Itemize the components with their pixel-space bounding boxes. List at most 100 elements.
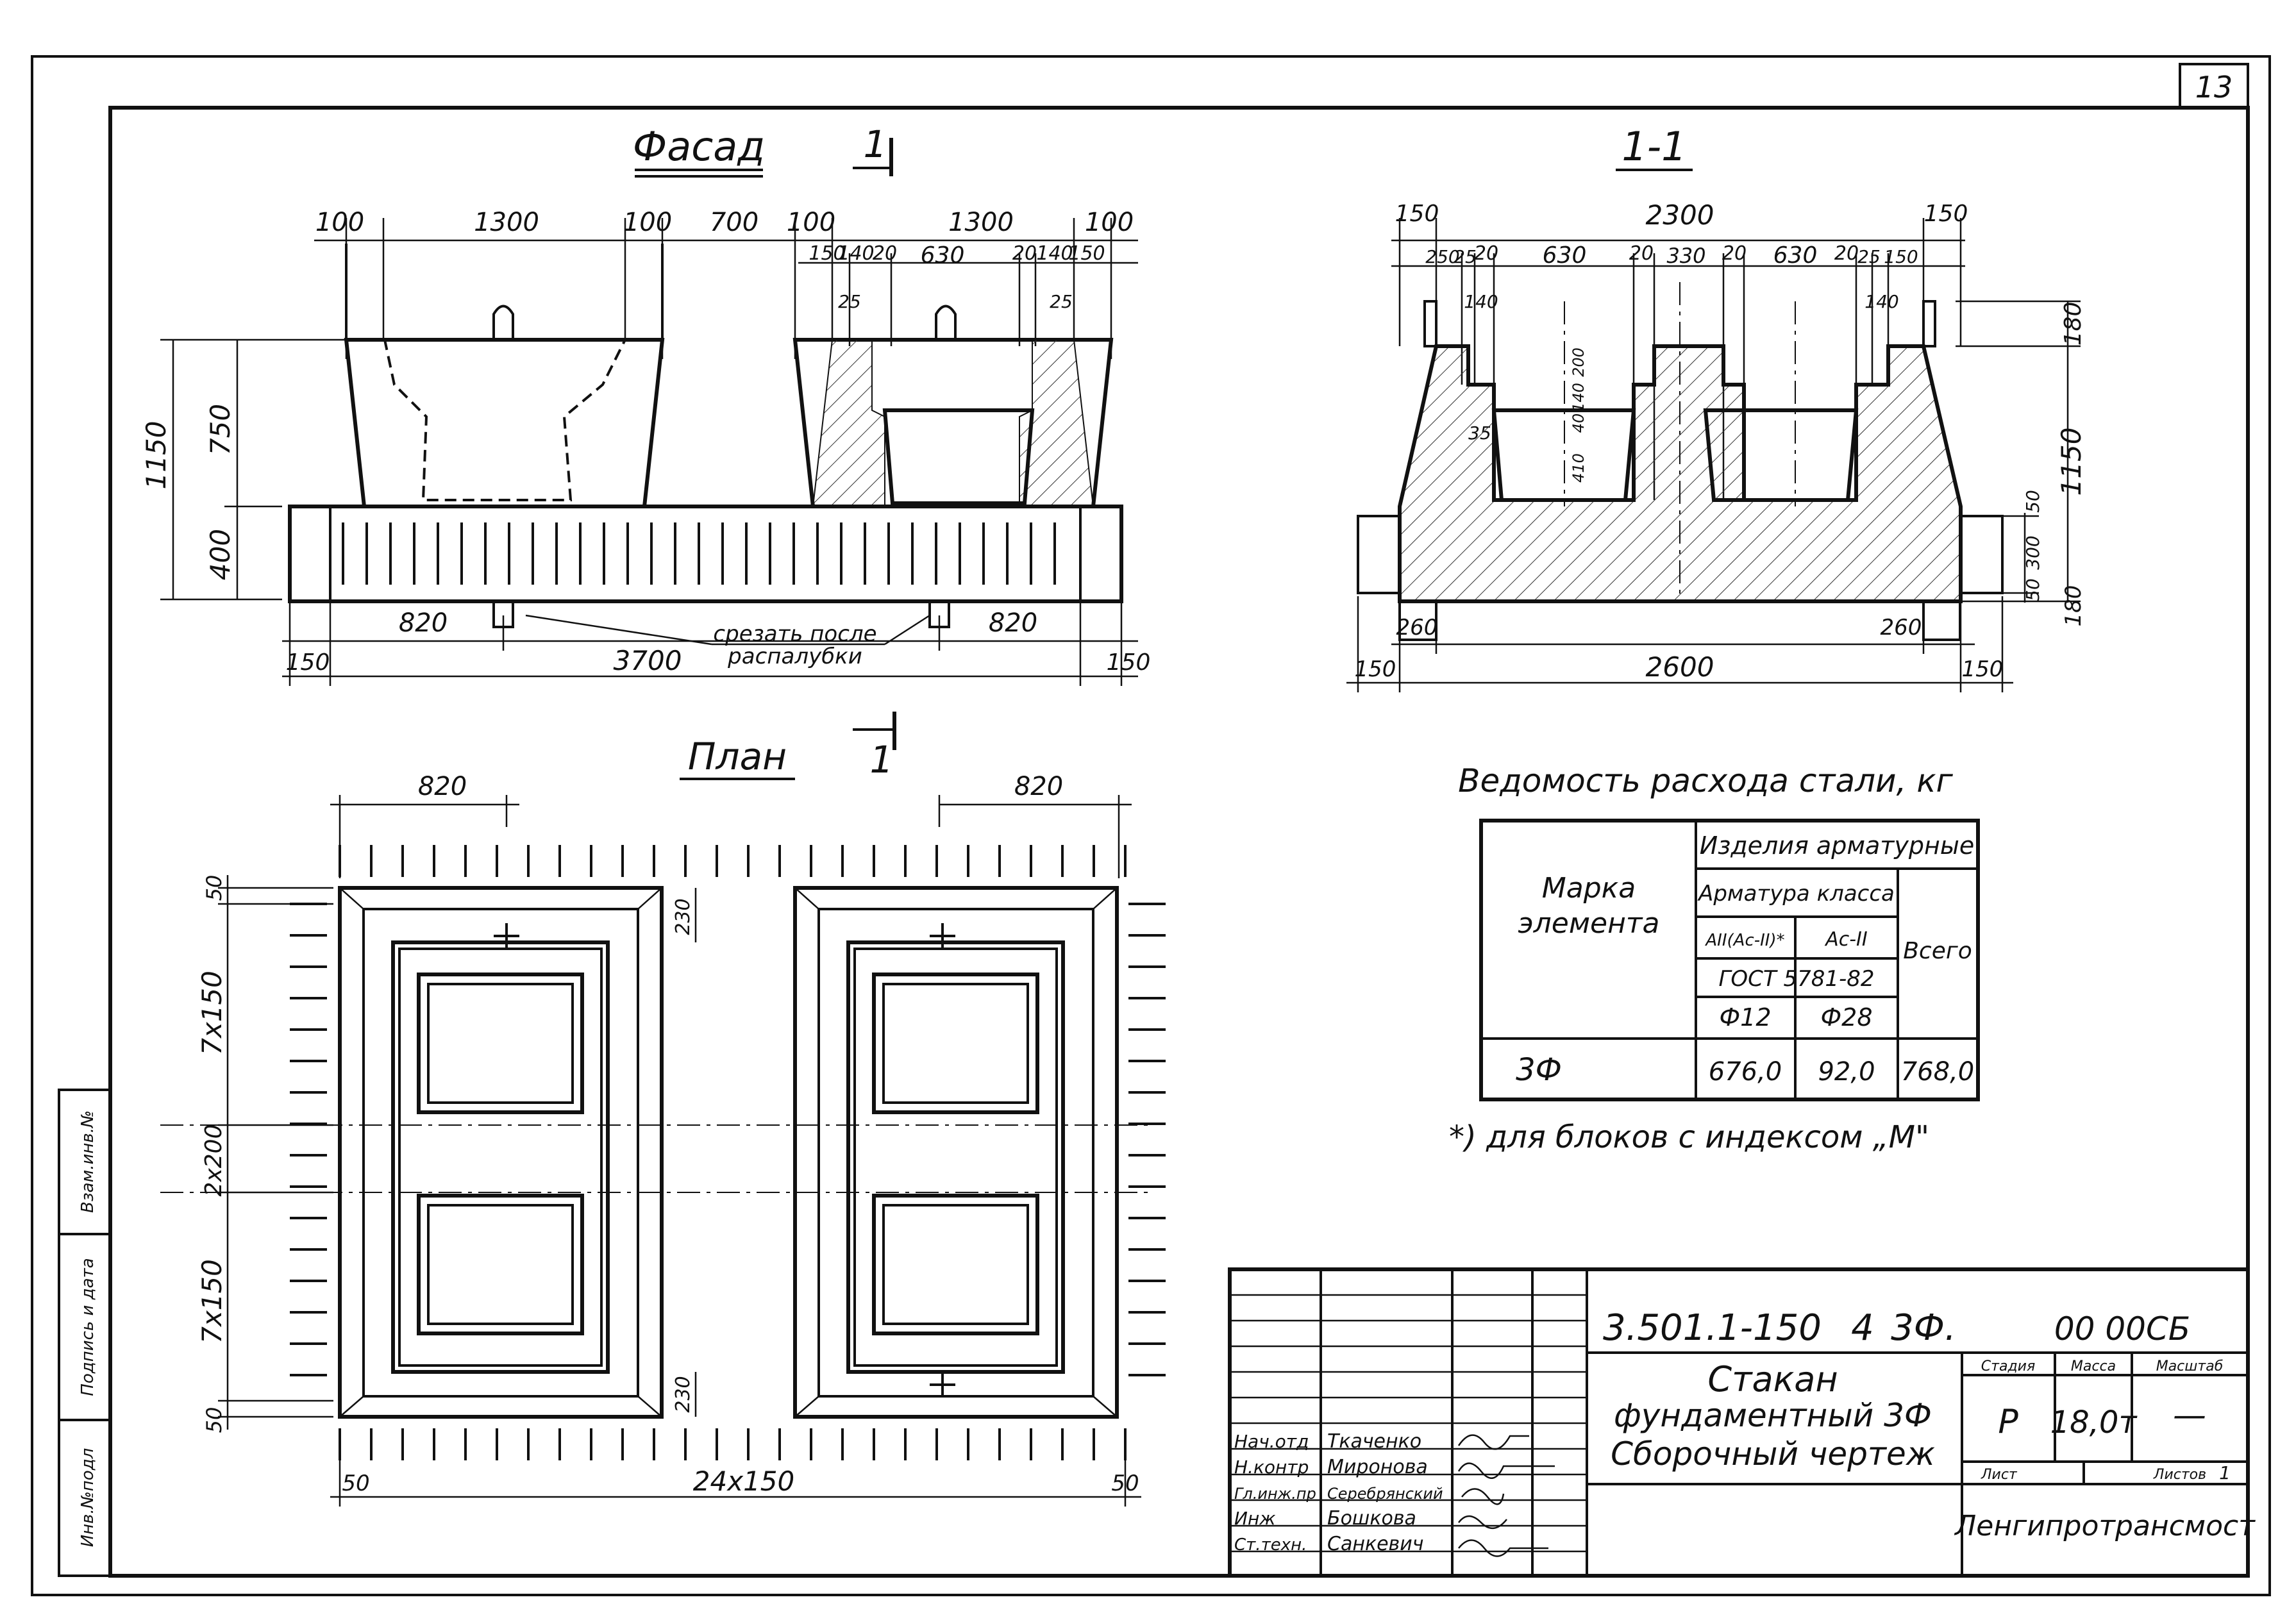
section-dim-inner-10: 150 (1884, 246, 1918, 267)
section-title: 1-1 (1621, 123, 1686, 170)
tb-name-4b: Санкевич (1327, 1533, 1423, 1555)
tb-code: 3.501.1-150 (1603, 1307, 1822, 1349)
tb-name-3b: Бошкова (1327, 1507, 1416, 1530)
section-dim-bottom-2: 150 (1355, 656, 1396, 682)
tb-role-2: Гл.инж.пр (1234, 1485, 1316, 1503)
tb-scale: — (2173, 1396, 2206, 1435)
section-cup-left (1491, 408, 1636, 502)
section-dim-inner-0: 250 (1425, 246, 1459, 267)
section-dim-inner-7: 630 (1773, 242, 1818, 269)
tb-role-4: Ст.техн. (1234, 1535, 1307, 1555)
side-stamp-repl: Взам.инв.№ (78, 1110, 97, 1213)
plan-dim-bottom-1: 24x150 (693, 1466, 794, 1497)
section-dim-right-0: 180 (2060, 302, 2086, 346)
facade-dim-top-5: 1300 (948, 208, 1014, 237)
section-dim-inner-9: 25 (1857, 246, 1881, 267)
facade-dim-inner-2: 20 (873, 242, 897, 265)
facade-right-cup (882, 408, 1035, 505)
plan-view: План 1 820 820 (160, 712, 1166, 1507)
facade-dim-top-1: 1300 (474, 208, 539, 237)
section-dim-socket-2: 40 (1570, 413, 1588, 433)
steel-head-col1: AII(Ac-II)* (1704, 931, 1784, 950)
tb-name-0: Ткаченко (1327, 1430, 1421, 1453)
tb-stage-label: Стадия (1981, 1358, 2035, 1374)
facade-dim-top-6: 100 (1085, 208, 1134, 237)
tb-doc-suffix: 00 00СБ (2054, 1310, 2190, 1348)
plan-title: План (688, 735, 787, 778)
section-dim-right-5: 180 (2061, 585, 2086, 627)
section-cup-right (1703, 408, 1859, 502)
facade-dim-inner-6: 150 (1068, 242, 1105, 265)
facade-right-loop (935, 305, 957, 340)
section-dim-right-1: 1150 (2056, 428, 2087, 496)
steel-head-gost: ГОСТ 5781-82 (1718, 966, 1874, 992)
plan-dim-top-1: 820 (1014, 772, 1063, 801)
section-dim-inner-8: 20 (1834, 242, 1859, 265)
tb-name-3: Сборочный чертеж (1611, 1435, 1935, 1473)
steel-row-v2: 92,0 (1818, 1057, 1875, 1087)
steel-head-mark-1: Марка (1542, 872, 1636, 905)
steel-head-d1: Ф12 (1719, 1003, 1771, 1031)
facade-dim-bottom-3: 3700 (614, 645, 682, 676)
plan-dim-left-2: 2x200 (201, 1124, 227, 1197)
facade-title: Фасад (633, 123, 765, 170)
side-stamp-sign: Подпись и дата (78, 1258, 97, 1396)
plan-dim-bottom-0: 50 (342, 1471, 369, 1496)
facade-left-loop (492, 305, 514, 340)
section-dim-small-0: 140 (1464, 291, 1498, 312)
facade-dim-inner-3: 630 (921, 242, 965, 269)
title-block: 3.501.1-150 4 3Ф. 00 00СБ Стакан фундаме… (1228, 1267, 2256, 1578)
section-dim-inner-3: 630 (1543, 242, 1587, 269)
section-dim-inner-4: 20 (1629, 242, 1654, 265)
tb-name-1b: Миронова (1327, 1456, 1428, 1478)
tb-mass-label: Масса (2071, 1358, 2116, 1374)
facade-dim-inner-0: 150 (809, 242, 845, 265)
section-dim-bottom-4: 150 (1962, 656, 2004, 682)
tb-scale-label: Масштаб (2156, 1358, 2224, 1374)
facade-dim-bottom-2: 150 (286, 649, 330, 676)
facade-dim-left-1: 750 (205, 404, 236, 455)
steel-head-class: Арматура класса (1697, 881, 1895, 906)
plan-section-mark: 1 (870, 738, 894, 781)
section-dim-bottom-1: 260 (1881, 615, 1922, 640)
plan-dim-left-1: 7x150 (196, 971, 228, 1055)
plan-left-socket (338, 886, 664, 1419)
facade-dim-bottom-0: 820 (399, 608, 448, 638)
section-dim-socket-1: 140 (1570, 383, 1588, 412)
plan-dim-top-0: 820 (418, 772, 467, 801)
steel-row-mark: 3Ф (1516, 1052, 1562, 1088)
steel-head-total: Всего (1903, 938, 1972, 964)
tb-name-2: фундаментный 3Ф (1614, 1397, 1932, 1434)
section-dim-socket-3: 410 (1570, 453, 1588, 483)
facade-dim-inner-4: 20 (1012, 242, 1037, 265)
plan-dim-left-0: 50 (202, 875, 226, 901)
tb-sheets-label: Листов (2153, 1467, 2206, 1483)
steel-footnote: *) для блоков с индексом „М" (1449, 1119, 1929, 1155)
tb-issue: 4 (1851, 1307, 1874, 1349)
steel-row-v1: 676,0 (1709, 1057, 1782, 1087)
steel-head-mark-2: элемента (1518, 907, 1660, 940)
facade-dim-inner-5: 140 (1036, 242, 1073, 265)
section-dim-top-0: 150 (1395, 201, 1439, 227)
plan-dim-inner-0: 230 (672, 898, 694, 935)
facade-dim-bottom-4: 150 (1107, 649, 1151, 676)
facade-dim-inner-1: 140 (837, 242, 874, 265)
outer-frame (31, 55, 2271, 1596)
plan-dim-bottom-2: 50 (1111, 1471, 1139, 1496)
facade-dim-left-2: 400 (205, 529, 236, 580)
tb-name-1: Стакан (1707, 1359, 1838, 1399)
facade-left-socket (344, 338, 665, 508)
plan-dim-inner-1: 230 (672, 1376, 694, 1412)
tb-org: Ленгипротрансмост (1954, 1510, 2256, 1542)
facade-slab (288, 505, 1123, 603)
facade-note-1: срезать после (713, 621, 876, 647)
section-dim-right-2: 50 (2022, 490, 2043, 513)
side-stamp-inv: Инв.№подл (78, 1448, 97, 1548)
plan-dim-left-4: 50 (202, 1407, 226, 1433)
steel-head-d2: Ф28 (1820, 1003, 1872, 1031)
section-dim-inner-1: 25 (1454, 246, 1477, 267)
tb-sheet-label: Лист (1981, 1467, 2018, 1483)
tb-role-3: Инж (1234, 1508, 1275, 1529)
facade-dim-top-4: 100 (787, 208, 835, 237)
section-dim-bottom-0: 260 (1396, 615, 1438, 640)
